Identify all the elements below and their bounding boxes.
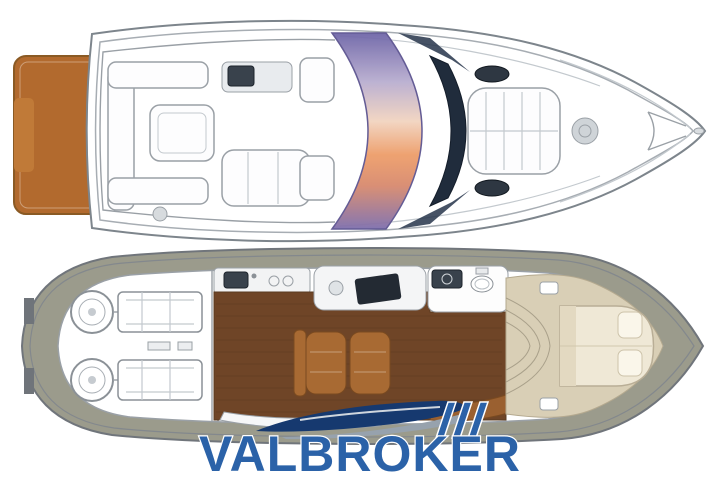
bedside-unit — [539, 397, 559, 411]
bow-deck-lines — [559, 59, 691, 203]
cooktop-burner — [282, 275, 294, 287]
vanity-sink — [441, 273, 453, 285]
engine-starboard — [70, 358, 203, 402]
bow-light — [693, 127, 705, 135]
foredeck-hatch-ring — [578, 124, 592, 138]
tinted-windscreen — [428, 54, 467, 208]
galley-sink — [223, 271, 249, 289]
console-sink — [328, 280, 344, 296]
cockpit-table-inlay — [157, 112, 207, 154]
lounge-cushion-seams — [310, 351, 386, 373]
toilet-seat — [474, 278, 490, 290]
battery-unit — [177, 341, 193, 351]
engine-drive-hub — [88, 308, 96, 316]
tv-screen — [354, 273, 402, 305]
lounge-backrest — [293, 329, 307, 397]
toilet-tank — [475, 267, 489, 275]
swim-platform-step — [14, 98, 34, 172]
deck-hatch-bottom — [474, 179, 510, 197]
watermark-stripe — [434, 401, 458, 439]
foredeck-sunpad-tufts — [470, 92, 558, 170]
watermark-swoosh-shadow — [282, 414, 466, 440]
watermark-stripe — [450, 401, 474, 439]
engine-detail-lines — [126, 292, 194, 332]
pillow — [617, 349, 643, 377]
companion-seat — [299, 57, 335, 103]
deck-inner-line — [94, 28, 694, 234]
head-compartment — [427, 265, 509, 313]
cooktop-burner — [268, 275, 280, 287]
lower-deck-plan — [20, 247, 705, 445]
watermark-stripe — [466, 401, 490, 439]
engine-detail-lines — [126, 360, 194, 400]
lounge-cushion — [305, 331, 347, 395]
generator-unit — [147, 341, 171, 351]
toilet — [470, 275, 494, 293]
watermark-text: VALBROKER — [199, 426, 521, 482]
engine-block — [117, 291, 203, 333]
helm-seat — [299, 155, 335, 201]
pillow — [617, 311, 643, 339]
watermark-swoosh-highlight — [299, 406, 441, 421]
lower-hull-inner-line — [29, 254, 695, 438]
cockpit-table — [149, 104, 215, 162]
cockpit-coaming — [99, 38, 336, 224]
wet-bar-grill — [227, 65, 255, 87]
lounge-cushion — [349, 331, 391, 395]
engine-drive-ring — [78, 298, 106, 326]
deck-fill-cap — [152, 206, 168, 222]
head-vanity — [431, 269, 463, 289]
hardtop-canopy — [330, 32, 423, 230]
trim-tab-port — [24, 298, 34, 324]
foredeck-hatch — [571, 117, 599, 145]
deck-hatch-top — [474, 65, 510, 83]
anchor-locker — [647, 111, 687, 151]
aft-sunpad-seams — [247, 152, 279, 204]
bedside-unit — [539, 281, 559, 295]
upper-deck-plan — [13, 19, 707, 243]
cockpit-sofa-bottom — [107, 177, 209, 205]
aft-sunpad — [221, 149, 311, 207]
galley-faucet — [251, 273, 257, 279]
engine-drive-hub — [88, 376, 96, 384]
engine-port — [70, 290, 203, 334]
valbroker-watermark: VALBROKER — [198, 400, 521, 483]
engine-block — [117, 359, 203, 401]
trim-tab-starboard — [24, 368, 34, 394]
cockpit-sofa-top — [107, 61, 209, 89]
cabin-steps — [505, 297, 551, 395]
engine-drive-ring — [78, 366, 106, 394]
